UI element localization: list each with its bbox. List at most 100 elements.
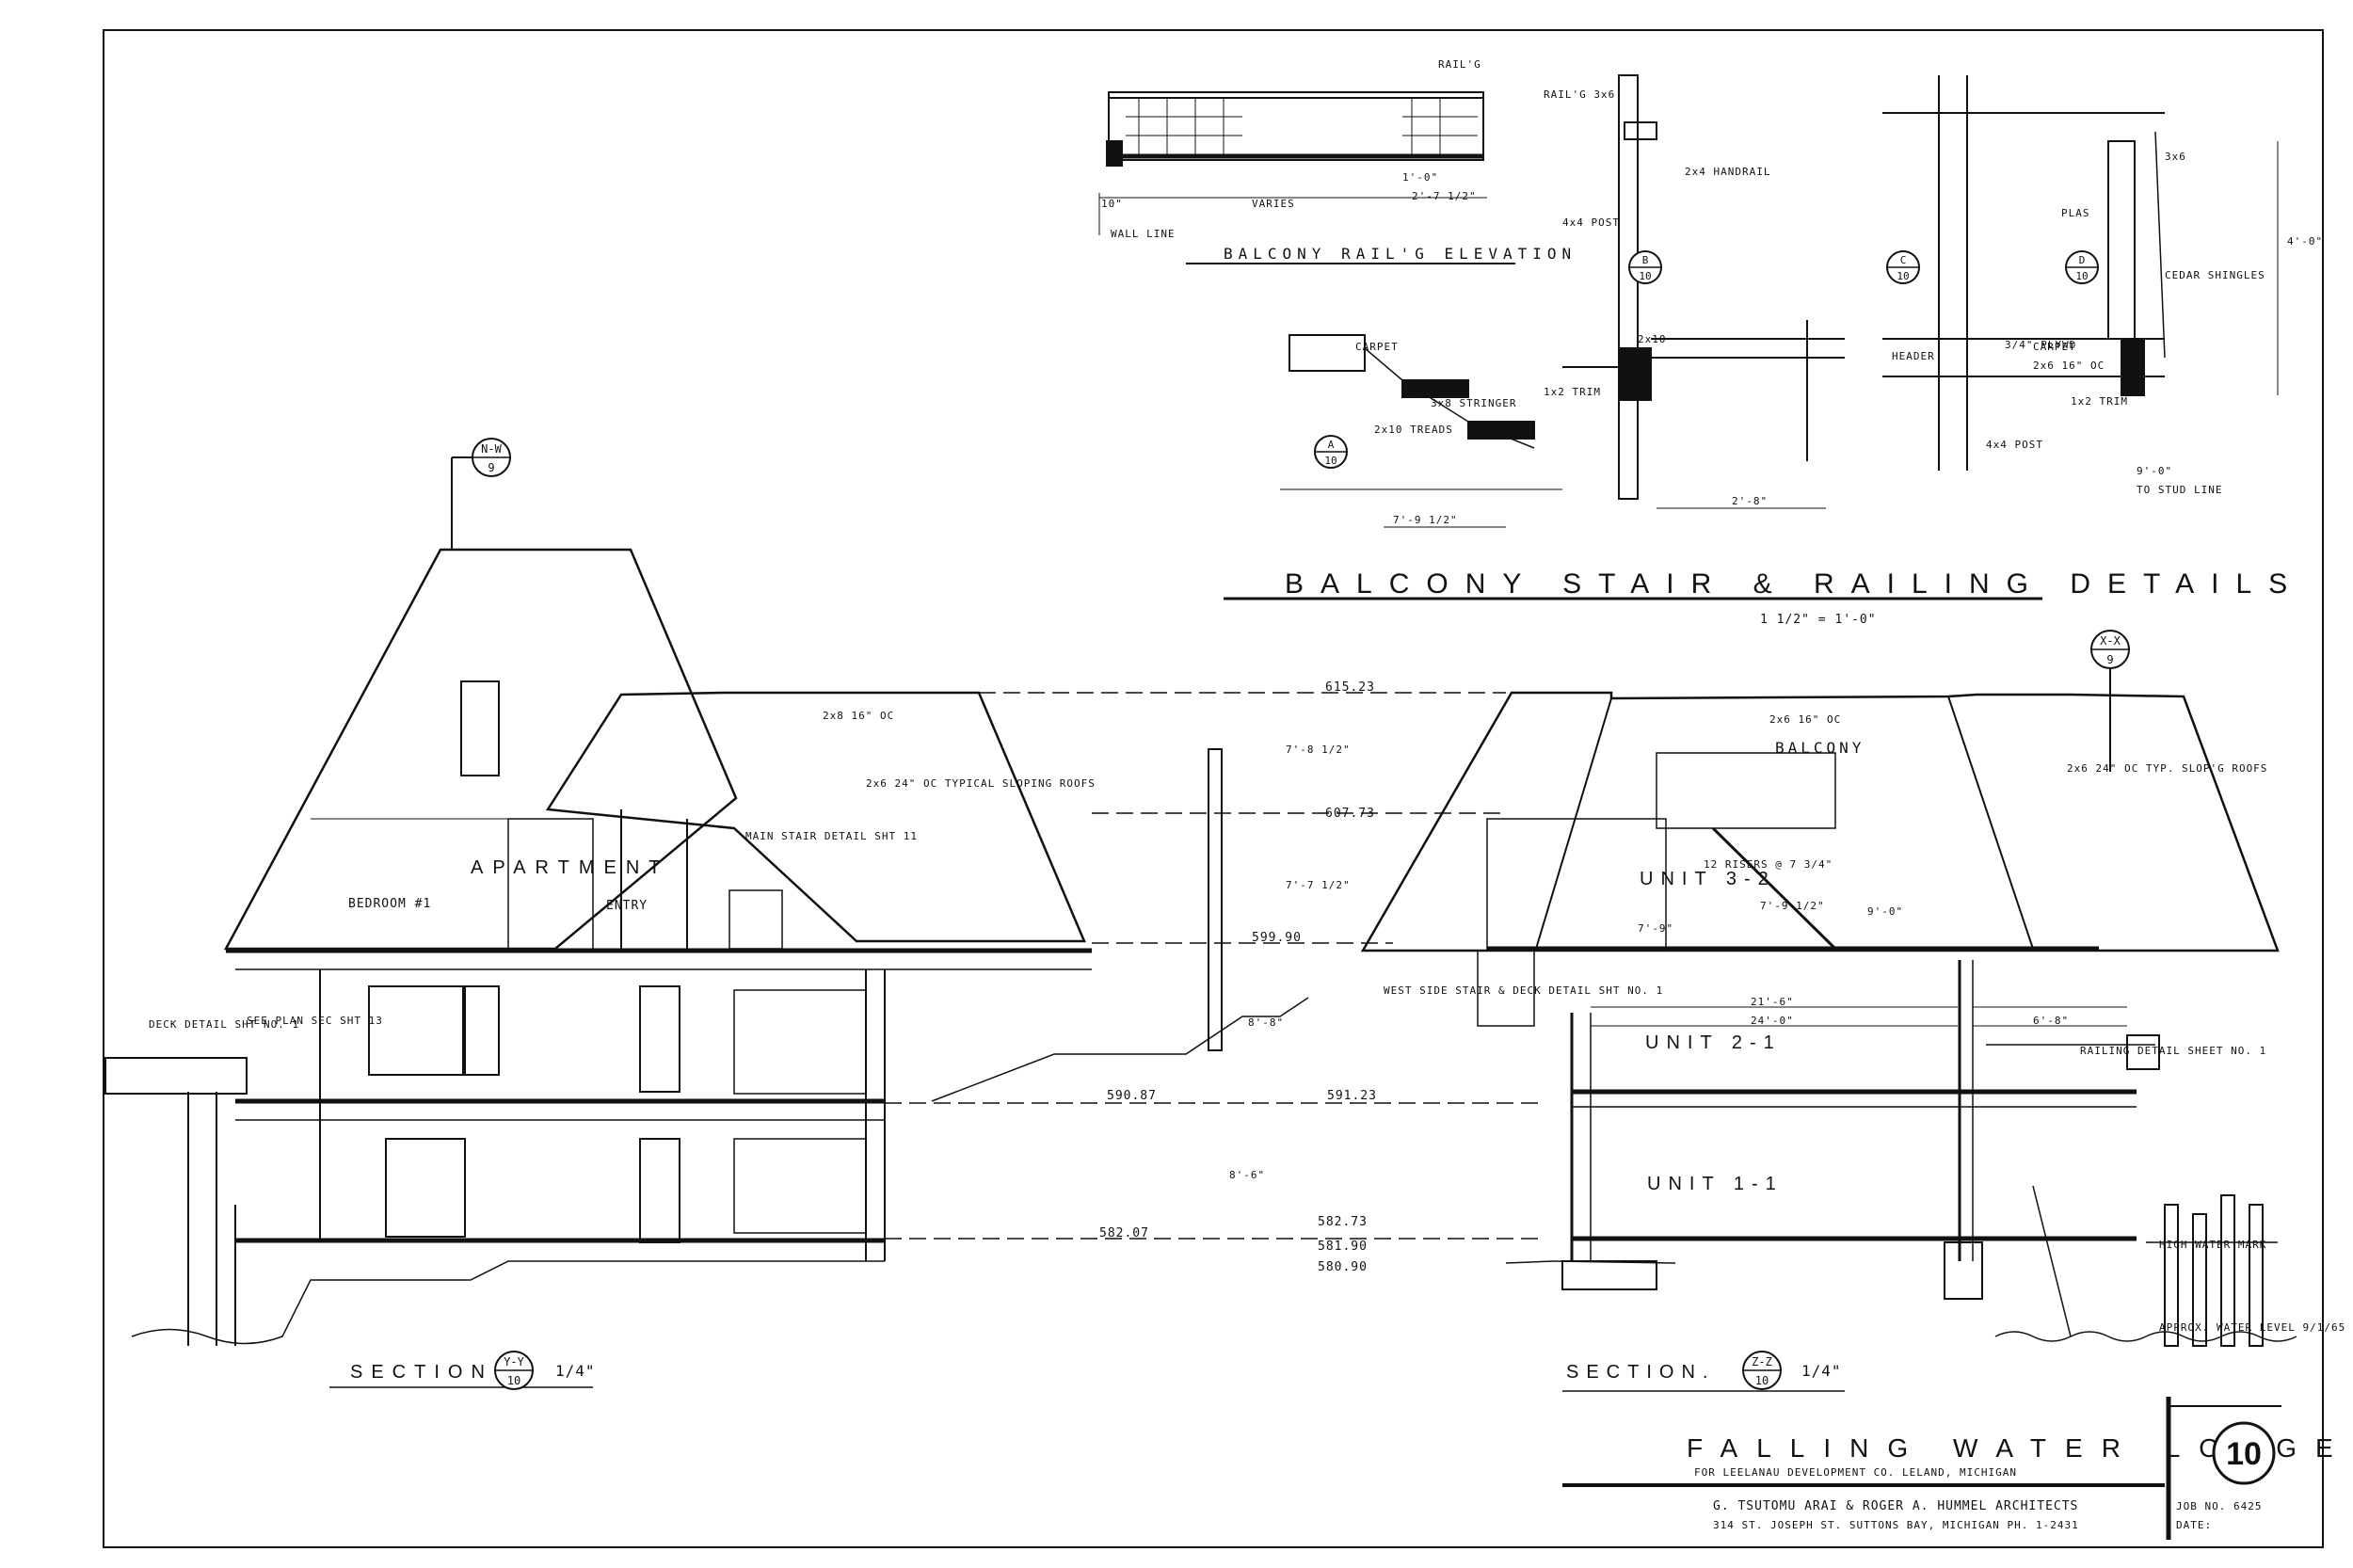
detail-b-joist: 2x10 bbox=[1638, 333, 1667, 345]
detail-d-trim: 1x2 TRIM bbox=[2071, 395, 2128, 408]
elev-581: 581.90 bbox=[1318, 1240, 1368, 1254]
note-rafters: 2x6 24" OC TYPICAL SLOPING ROOFS bbox=[866, 777, 1096, 790]
details-title: BALCONY STAIR & RAILING DETAILS bbox=[1285, 568, 2304, 600]
detail-d-plas: PLAS bbox=[2061, 207, 2090, 219]
elev-590: 590.87 bbox=[1107, 1089, 1157, 1103]
section-zz-title: SECTION. bbox=[1566, 1362, 1715, 1383]
elev-582b: 582.73 bbox=[1318, 1215, 1368, 1229]
detail-c-header: HEADER bbox=[1892, 350, 1935, 362]
svg-text:10: 10 bbox=[1897, 270, 1909, 282]
rail-elevation-title: BALCONY RAIL'G ELEVATION bbox=[1224, 245, 1577, 263]
unit-2-1: UNIT 2-1 bbox=[1645, 1032, 1782, 1053]
dim-24-0: 24'-0" bbox=[1751, 1015, 1794, 1027]
address-line: 314 ST. JOSEPH ST. SUTTONS BAY, MICHIGAN… bbox=[1713, 1519, 2079, 1531]
detail-a-carpet: CARPET bbox=[1355, 341, 1399, 353]
section-yy-scale: 1/4" bbox=[555, 1362, 596, 1380]
detail-a-stringer: 3x8 STRINGER bbox=[1431, 397, 1516, 409]
height-4: 8'-6" bbox=[1229, 1169, 1265, 1181]
section-zz-drawing bbox=[1360, 691, 2297, 1392]
detail-bubbles: A 10 B 10 C 10 D 10 bbox=[1314, 250, 2099, 469]
details-block-text: BALCONY STAIR & RAILING DETAILS 1 1/2" =… bbox=[1101, 58, 2323, 627]
detail-b-drawing bbox=[1562, 74, 1845, 509]
note-stair-detail: WEST SIDE STAIR & DECK DETAIL SHT NO. 1 bbox=[1384, 984, 1663, 997]
room-entry: ENTRY bbox=[606, 899, 648, 913]
section-yy-drawing bbox=[104, 548, 1544, 1388]
note-joists: 2x6 16" OC bbox=[1769, 713, 1841, 726]
svg-text:10: 10 bbox=[1639, 270, 1651, 282]
height-3: 8'-8" bbox=[1248, 1016, 1284, 1029]
elev-607: 607.73 bbox=[1325, 807, 1375, 821]
detail-bubble-b: B 10 bbox=[1628, 250, 1662, 284]
note-risers: 12 RISERS @ 7 3/4" bbox=[1704, 858, 1833, 871]
dim-7-9: 7'-9" bbox=[1638, 922, 1673, 935]
rail-elevation-drawing bbox=[1098, 91, 1515, 264]
title-block: FALLING WATER LODGE FOR LEELANAU DEVELOP… bbox=[1562, 1397, 2333, 1540]
svg-text:10: 10 bbox=[2075, 270, 2088, 282]
detail-c-plywd: 3/4" PLYWD bbox=[2005, 339, 2076, 351]
note-deck: DECK DETAIL SHT NO. 1 bbox=[149, 1018, 299, 1031]
detail-d-cedar: CEDAR SHINGLES bbox=[2165, 269, 2265, 281]
detail-bubble-a: A 10 bbox=[1314, 435, 1348, 469]
dim-7-9b: 7'-9 1/2" bbox=[1760, 900, 1825, 912]
svg-text:9: 9 bbox=[488, 461, 494, 474]
sheet-border bbox=[103, 29, 2324, 1548]
detail-d-dim: 9'-0" bbox=[2137, 465, 2172, 477]
rail-wall-line: WALL LINE bbox=[1111, 228, 1176, 240]
note-roofs: 2x6 24" OC TYP. SLOP'G ROOFS bbox=[2067, 762, 2267, 775]
detail-a-treads: 2x10 TREADS bbox=[1374, 424, 1453, 436]
unit-1-1: UNIT 1-1 bbox=[1647, 1174, 1784, 1194]
section-zz-bubble: Z-Z 10 bbox=[1742, 1351, 1782, 1390]
detail-bubble-c: C 10 bbox=[1886, 250, 1920, 284]
note-water: APPROX. WATER LEVEL 9/1/65 bbox=[2159, 1321, 2345, 1334]
svg-text:N-W: N-W bbox=[481, 442, 502, 456]
section-zz-scale: 1/4" bbox=[1801, 1362, 1842, 1380]
sheet-number-circle bbox=[2212, 1421, 2276, 1485]
detail-d-post: 4x4 POST bbox=[1986, 439, 2043, 451]
detail-cd-drawing bbox=[1882, 75, 2279, 471]
room-bedroom: BEDROOM #1 bbox=[348, 897, 431, 911]
note-plan: SEE PLAN SEC SHT 13 bbox=[247, 1015, 383, 1027]
detail-a-dim: 7'-9 1/2" bbox=[1393, 514, 1458, 526]
rail-railg: RAIL'G bbox=[1438, 58, 1481, 71]
callout-nw: N-W 9 bbox=[451, 438, 511, 550]
rail-dim-10: 10" bbox=[1101, 198, 1123, 210]
section-yy-bubble: Y-Y 10 bbox=[494, 1351, 534, 1390]
svg-text:10: 10 bbox=[1324, 455, 1337, 467]
svg-text:Y-Y: Y-Y bbox=[504, 1355, 524, 1368]
balcony-label: BALCONY bbox=[1775, 739, 1865, 757]
svg-text:C: C bbox=[1900, 254, 1907, 266]
detail-b-rail: RAIL'G 3x6 bbox=[1544, 88, 1615, 101]
balcony-details-block bbox=[1098, 74, 2279, 600]
detail-b-dim: 2'-8" bbox=[1732, 495, 1768, 507]
note-rafters-2: 2x8 16" OC bbox=[823, 710, 894, 722]
sheet-date: DATE: bbox=[2176, 1519, 2212, 1531]
dim-9-0: 9'-0" bbox=[1867, 905, 1903, 918]
note-stair: MAIN STAIR DETAIL SHT 11 bbox=[745, 830, 918, 842]
height-2: 7'-7 1/2" bbox=[1286, 879, 1351, 891]
room-apartment: APARTMENT bbox=[471, 857, 670, 878]
detail-d-joists: 2x6 16" OC bbox=[2033, 360, 2105, 372]
detail-b-trim: 1x2 TRIM bbox=[1544, 386, 1601, 398]
detail-d-stud: TO STUD LINE bbox=[2137, 484, 2222, 496]
sheet-number: 10 bbox=[2226, 1436, 2262, 1472]
svg-text:X-X: X-X bbox=[2100, 634, 2121, 648]
section-zz-text: UNIT 3-2 UNIT 2-1 UNIT 1-1 BALCONY 12 RI… bbox=[1384, 713, 2345, 1383]
callout-xx: X-X 9 bbox=[2090, 630, 2130, 772]
dim-6-8: 6'-8" bbox=[2033, 1015, 2069, 1027]
detail-a-drawing bbox=[1280, 334, 1562, 528]
note-railing: RAILING DETAIL SHEET NO. 1 bbox=[2080, 1045, 2266, 1057]
note-high-water: HIGH WATER MARK bbox=[2159, 1239, 2266, 1251]
details-scale: 1 1/2" = 1'-0" bbox=[1760, 613, 1877, 627]
svg-text:D: D bbox=[2079, 254, 2086, 266]
height-1: 7'-8 1/2" bbox=[1286, 744, 1351, 756]
rail-dim-2-7: 2'-7 1/2" bbox=[1412, 190, 1477, 202]
detail-d-member: 3x6 bbox=[2165, 151, 2186, 163]
svg-text:B: B bbox=[1642, 254, 1649, 266]
job-number: JOB NO. 6425 bbox=[2176, 1500, 2262, 1512]
detail-d-height: 4'-0" bbox=[2287, 235, 2323, 248]
elev-582: 582.07 bbox=[1099, 1226, 1149, 1240]
rail-varies: VARIES bbox=[1252, 198, 1295, 210]
architects-line: G. TSUTOMU ARAI & ROGER A. HUMMEL ARCHIT… bbox=[1713, 1499, 2078, 1513]
detail-b-post: 4x4 POST bbox=[1562, 216, 1620, 229]
elev-615: 615.23 bbox=[1325, 680, 1375, 695]
